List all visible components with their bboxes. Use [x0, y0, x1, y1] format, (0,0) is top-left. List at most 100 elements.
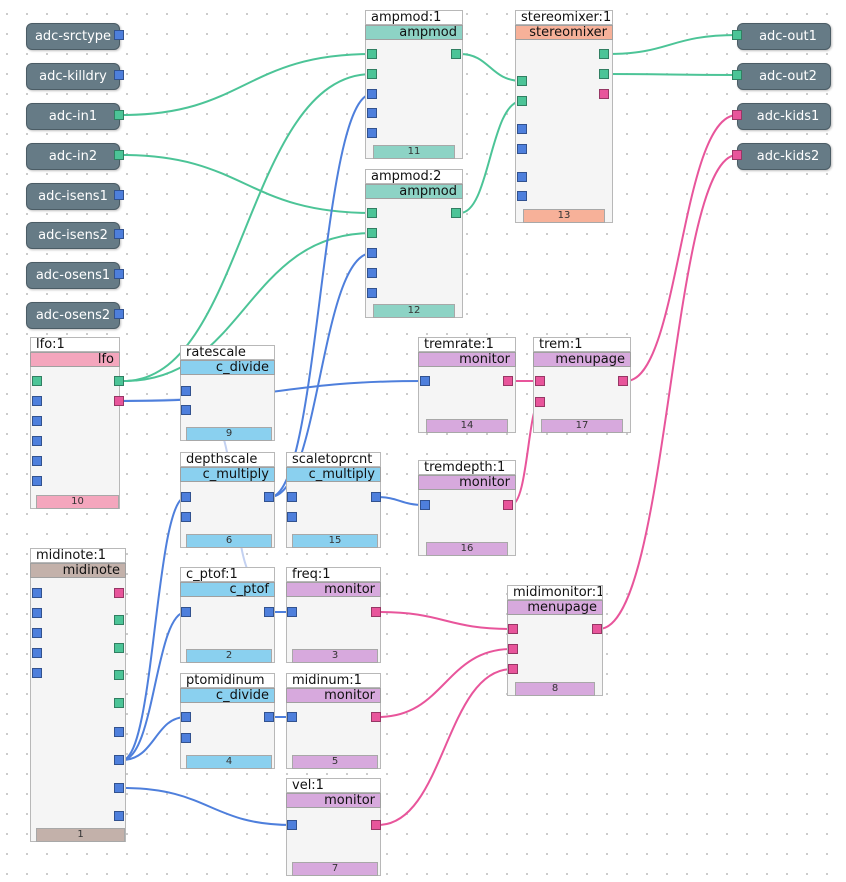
- node-ratescale[interactable]: ratescale c_divide 9: [180, 345, 275, 441]
- port-out[interactable]: [114, 110, 124, 120]
- port-out[interactable]: [371, 820, 381, 830]
- port-in[interactable]: [517, 124, 527, 134]
- port-in[interactable]: [287, 820, 297, 830]
- pill-adc-srctype[interactable]: adc-srctype: [26, 23, 120, 50]
- wire-stereomixer-out2[interactable]: [607, 73, 738, 76]
- port-in[interactable]: [287, 512, 297, 522]
- port-in[interactable]: [535, 376, 545, 386]
- port-out[interactable]: [114, 643, 124, 653]
- port-in[interactable]: [287, 607, 297, 617]
- port-in[interactable]: [517, 191, 527, 201]
- node-ampmod-1[interactable]: ampmod:1 ampmod 11: [365, 10, 463, 159]
- port-out[interactable]: [503, 376, 513, 386]
- port-out[interactable]: [264, 712, 274, 722]
- port-out[interactable]: [114, 396, 124, 406]
- port-out[interactable]: [114, 150, 124, 160]
- node-freq-1[interactable]: freq:1 monitor 3: [286, 567, 381, 663]
- pill-adc-isens2[interactable]: adc-isens2: [26, 222, 120, 249]
- port-in[interactable]: [287, 712, 297, 722]
- port-in[interactable]: [32, 396, 42, 406]
- port-out[interactable]: [264, 492, 274, 502]
- node-vel-1[interactable]: vel:1 monitor 7: [286, 778, 381, 876]
- pill-adc-out1[interactable]: adc-out1: [737, 23, 831, 50]
- port-in[interactable]: [367, 49, 377, 59]
- node-ampmod-2[interactable]: ampmod:2 ampmod 12: [365, 169, 463, 318]
- port-in[interactable]: [367, 128, 377, 138]
- pill-adc-isens1[interactable]: adc-isens1: [26, 183, 120, 210]
- pill-adc-kids2[interactable]: adc-kids2: [737, 143, 831, 170]
- pill-adc-in1[interactable]: adc-in1: [26, 103, 120, 130]
- port-in[interactable]: [32, 456, 42, 466]
- port-in[interactable]: [32, 588, 42, 598]
- port-in[interactable]: [287, 492, 297, 502]
- wire-freq-midimonitor[interactable]: [377, 611, 513, 630]
- port-in[interactable]: [32, 376, 42, 386]
- wire-midinum-midimonitor[interactable]: [377, 648, 513, 718]
- node-midimonitor-1[interactable]: midimonitor:1 menupage 8: [507, 585, 603, 696]
- port-in[interactable]: [367, 268, 377, 278]
- wire-midinote-ptomidinum[interactable]: [121, 716, 187, 761]
- port-in[interactable]: [367, 69, 377, 79]
- port-out[interactable]: [264, 607, 274, 617]
- port-in[interactable]: [181, 492, 191, 502]
- port-in[interactable]: [367, 288, 377, 298]
- port-out[interactable]: [371, 492, 381, 502]
- port-out[interactable]: [114, 309, 124, 319]
- node-c-ptof-1[interactable]: c_ptof:1 c_ptof 2: [180, 567, 275, 663]
- wire-trem-kids1[interactable]: [625, 114, 738, 382]
- wire-ampmod1-stereomixer[interactable]: [459, 53, 523, 82]
- port-in[interactable]: [32, 668, 42, 678]
- node-trem-1[interactable]: trem:1 menupage 17: [533, 337, 631, 433]
- node-depthscale[interactable]: depthscale c_multiply 6: [180, 452, 275, 548]
- port-in[interactable]: [32, 436, 42, 446]
- node-lfo-1[interactable]: lfo:1 lfo 10: [30, 337, 120, 509]
- wire-in1-ampmod1[interactable]: [121, 53, 373, 116]
- pill-adc-osens2[interactable]: adc-osens2: [26, 302, 120, 329]
- port-out[interactable]: [114, 30, 124, 40]
- port-out[interactable]: [114, 811, 124, 821]
- port-in[interactable]: [420, 376, 430, 386]
- pill-adc-kids1[interactable]: adc-kids1: [737, 103, 831, 130]
- port-in[interactable]: [32, 628, 42, 638]
- port-in[interactable]: [367, 89, 377, 99]
- port-in[interactable]: [732, 30, 742, 40]
- wire-lfo-tremrate[interactable]: [123, 380, 426, 402]
- port-out[interactable]: [114, 727, 124, 737]
- port-out[interactable]: [114, 190, 124, 200]
- port-in[interactable]: [181, 386, 191, 396]
- port-out[interactable]: [618, 376, 628, 386]
- pill-adc-in2[interactable]: adc-in2: [26, 143, 120, 170]
- port-in[interactable]: [517, 96, 527, 106]
- port-out[interactable]: [451, 208, 461, 218]
- port-in[interactable]: [181, 733, 191, 743]
- port-in[interactable]: [517, 172, 527, 182]
- node-midinum-1[interactable]: midinum:1 monitor 5: [286, 673, 381, 769]
- port-in[interactable]: [32, 476, 42, 486]
- port-out[interactable]: [114, 615, 124, 625]
- node-ptomidinum[interactable]: ptomidinum c_divide 4: [180, 673, 275, 769]
- port-out[interactable]: [451, 49, 461, 59]
- node-scaletoprcnt[interactable]: scaletoprcnt c_multiply 15: [286, 452, 381, 548]
- port-out[interactable]: [114, 70, 124, 80]
- port-in[interactable]: [517, 144, 527, 154]
- port-in[interactable]: [517, 76, 527, 86]
- wire-midinote-vel[interactable]: [121, 787, 293, 826]
- port-in[interactable]: [508, 624, 518, 634]
- port-out[interactable]: [114, 588, 124, 598]
- wire-vel-midimonitor[interactable]: [377, 668, 513, 826]
- port-out[interactable]: [371, 712, 381, 722]
- port-out[interactable]: [114, 698, 124, 708]
- port-out[interactable]: [114, 670, 124, 680]
- port-out[interactable]: [599, 49, 609, 59]
- port-in[interactable]: [181, 405, 191, 415]
- port-in[interactable]: [181, 607, 191, 617]
- node-tremrate-1[interactable]: tremrate:1 monitor 14: [418, 337, 516, 433]
- port-in[interactable]: [508, 664, 518, 674]
- port-out[interactable]: [503, 500, 513, 510]
- node-stereomixer-1[interactable]: stereomixer:1 stereomixer 13: [515, 10, 613, 223]
- pill-adc-killdry[interactable]: adc-killdry: [26, 63, 120, 90]
- wire-midinote-depthscale[interactable]: [121, 496, 187, 761]
- port-in[interactable]: [420, 500, 430, 510]
- port-in[interactable]: [732, 70, 742, 80]
